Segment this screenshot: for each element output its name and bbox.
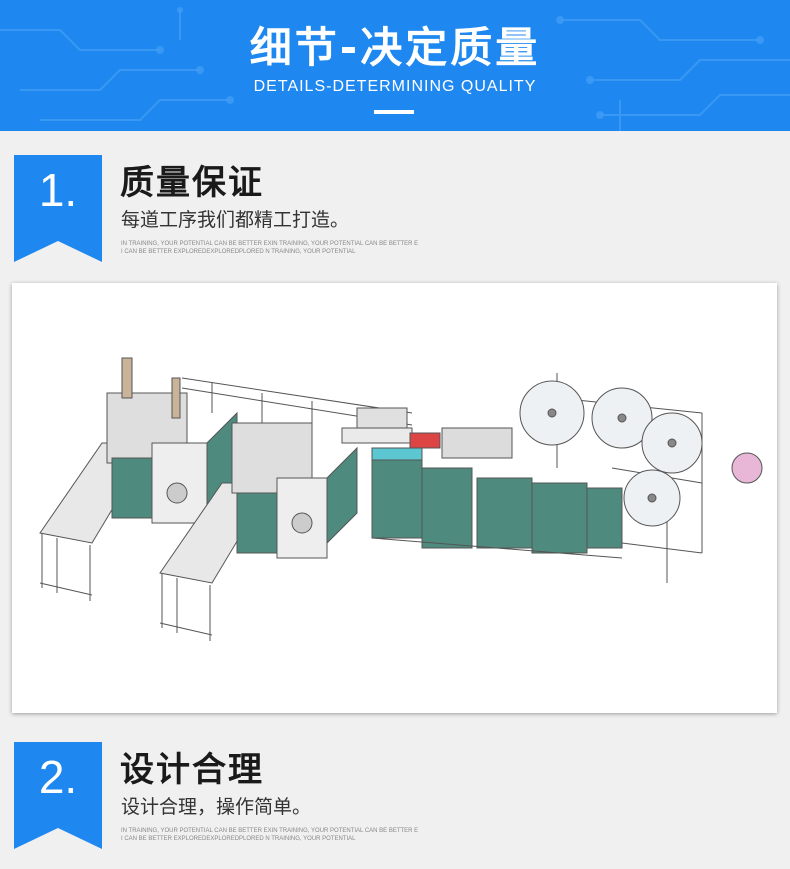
page-title: 细节-决定质量 bbox=[249, 23, 541, 72]
section-title: 设计合理 bbox=[120, 750, 264, 790]
section-design: 2. 设计合理 设计合理，操作简单。 IN TRAINING, YOUR POT… bbox=[0, 742, 790, 852]
circuit-pattern bbox=[0, 7, 790, 131]
header-banner: 细节-决定质量 DETAILS-DETERMINING QUALITY bbox=[0, 0, 790, 131]
page-subtitle: DETAILS-DETERMINING QUALITY bbox=[253, 78, 537, 95]
fine-print-line-2: I CAN BE BETTER EXPLOREDEXPLOREDPLORED N… bbox=[121, 836, 356, 842]
section-subtitle: 设计合理，操作简单。 bbox=[121, 796, 312, 818]
title-underline bbox=[374, 110, 414, 114]
fine-print-line-1: IN TRAINING, YOUR POTENTIAL CAN BE BETTE… bbox=[121, 828, 419, 834]
section-number: 2. bbox=[38, 751, 78, 803]
section-number: 1. bbox=[38, 164, 78, 216]
section-subtitle: 每道工序我们都精工打造。 bbox=[121, 209, 350, 231]
fine-print-line-1: IN TRAINING, YOUR POTENTIAL CAN BE BETTE… bbox=[121, 241, 419, 247]
fine-print-line-2: I CAN BE BETTER EXPLOREDEXPLOREDPLORED N… bbox=[121, 249, 356, 255]
mask-production-line-illustration bbox=[39, 357, 763, 641]
number-badge bbox=[14, 742, 102, 849]
section-title: 质量保证 bbox=[120, 163, 264, 203]
number-badge bbox=[14, 155, 102, 262]
section-quality: 1. 质量保证 每道工序我们都精工打造。 IN TRAINING, YOUR P… bbox=[0, 155, 790, 265]
machine-image-panel bbox=[12, 283, 777, 713]
